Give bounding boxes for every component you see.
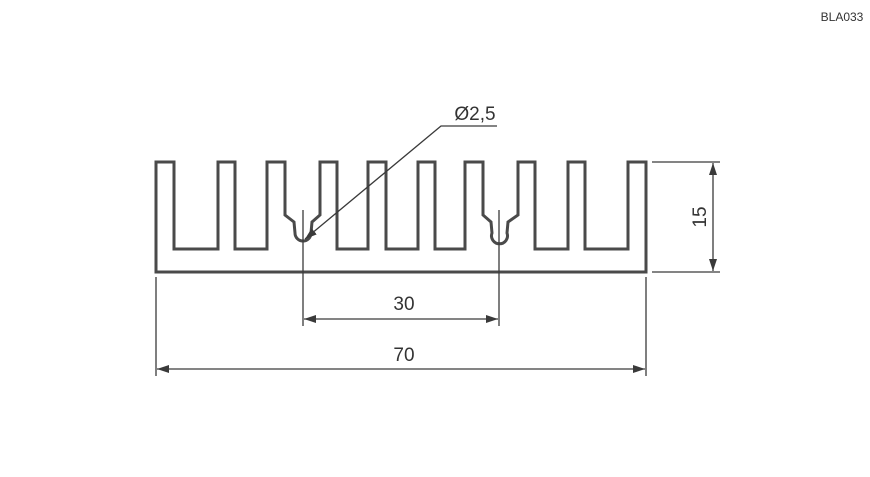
hole-spacing-label: 30 (393, 294, 414, 315)
hole-leader-line (304, 125, 497, 240)
height-label: 15 (690, 206, 711, 227)
heatsink-profile (154, 160, 648, 274)
drawing-code: BLA033 (821, 10, 864, 24)
width-label: 70 (393, 345, 414, 366)
hole-diameter-label: Ø2,5 (454, 104, 495, 125)
dimension-lines (155, 125, 720, 376)
